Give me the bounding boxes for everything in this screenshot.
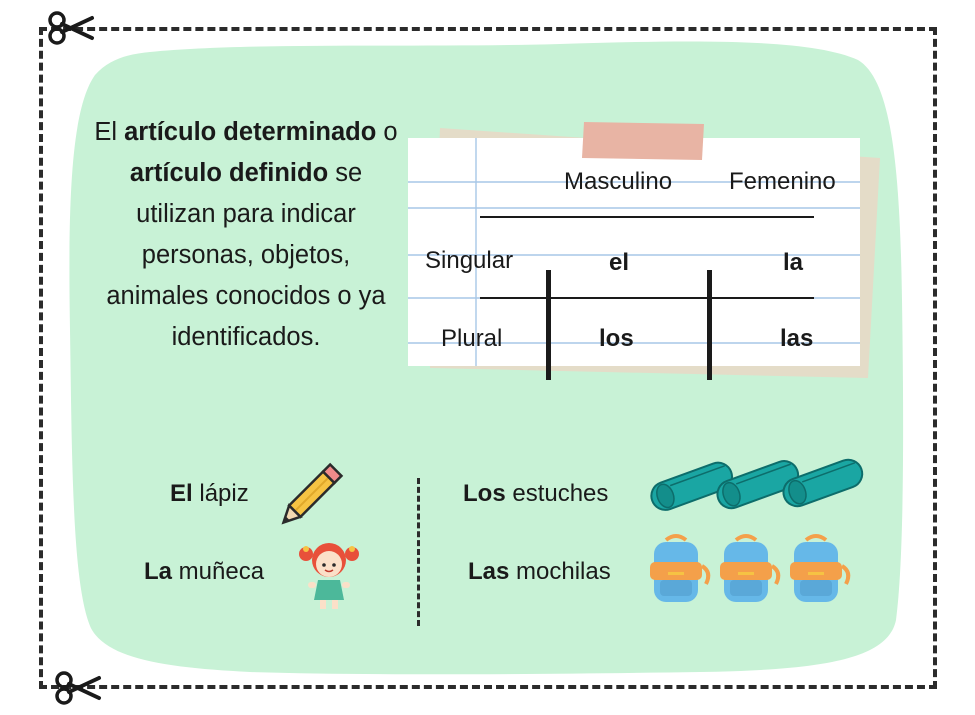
example-article: La xyxy=(144,558,173,585)
article-el: el xyxy=(609,249,630,276)
example-article: El xyxy=(170,480,193,507)
header-feminine: Femenino xyxy=(729,168,836,195)
intro-text-2: o xyxy=(376,118,398,146)
intro-bold-definido: artículo definido xyxy=(129,159,329,187)
intro-text-1: El xyxy=(94,118,125,146)
example-article: Los xyxy=(463,480,506,507)
table-line-vertical-2 xyxy=(707,270,712,380)
example-noun: estuches xyxy=(505,480,609,507)
intro-bold-determinado: artículo determinado xyxy=(124,118,377,146)
example-las-mochilas: Las mochilas xyxy=(468,558,611,586)
dashed-cut-border xyxy=(39,27,937,689)
example-article: Las xyxy=(468,558,510,585)
example-noun: muñeca xyxy=(172,558,265,585)
examples-divider xyxy=(417,478,420,626)
example-los-estuches: Los estuches xyxy=(463,480,608,508)
intro-text-3: se utilizan para indicar personas, objet… xyxy=(106,159,386,351)
backpack-icon xyxy=(650,534,851,602)
article-las: las xyxy=(780,325,814,352)
article-la: la xyxy=(783,249,804,276)
intro-paragraph: El artículo determinado o artículo defin… xyxy=(92,112,400,358)
example-la-muneca: La muñeca xyxy=(144,558,264,586)
table-line-vertical-1 xyxy=(546,270,551,380)
table-line-middle xyxy=(480,297,814,299)
example-el-lapiz: El lápiz xyxy=(170,480,249,508)
header-masculine: Masculino xyxy=(564,168,673,195)
tape-decoration xyxy=(582,122,704,160)
table-line-top xyxy=(480,216,814,218)
row-label-singular: Singular xyxy=(425,247,514,274)
notebook-paper xyxy=(408,138,860,366)
example-noun: mochilas xyxy=(509,558,611,585)
pencil-case-icon xyxy=(650,458,864,511)
scissors-icon xyxy=(55,671,101,705)
doll-icon xyxy=(299,543,359,609)
article-los: los xyxy=(599,325,634,352)
pencil-icon xyxy=(281,462,344,525)
example-noun: lápiz xyxy=(192,480,249,507)
row-label-plural: Plural xyxy=(441,325,503,352)
scissors-icon xyxy=(48,11,94,45)
